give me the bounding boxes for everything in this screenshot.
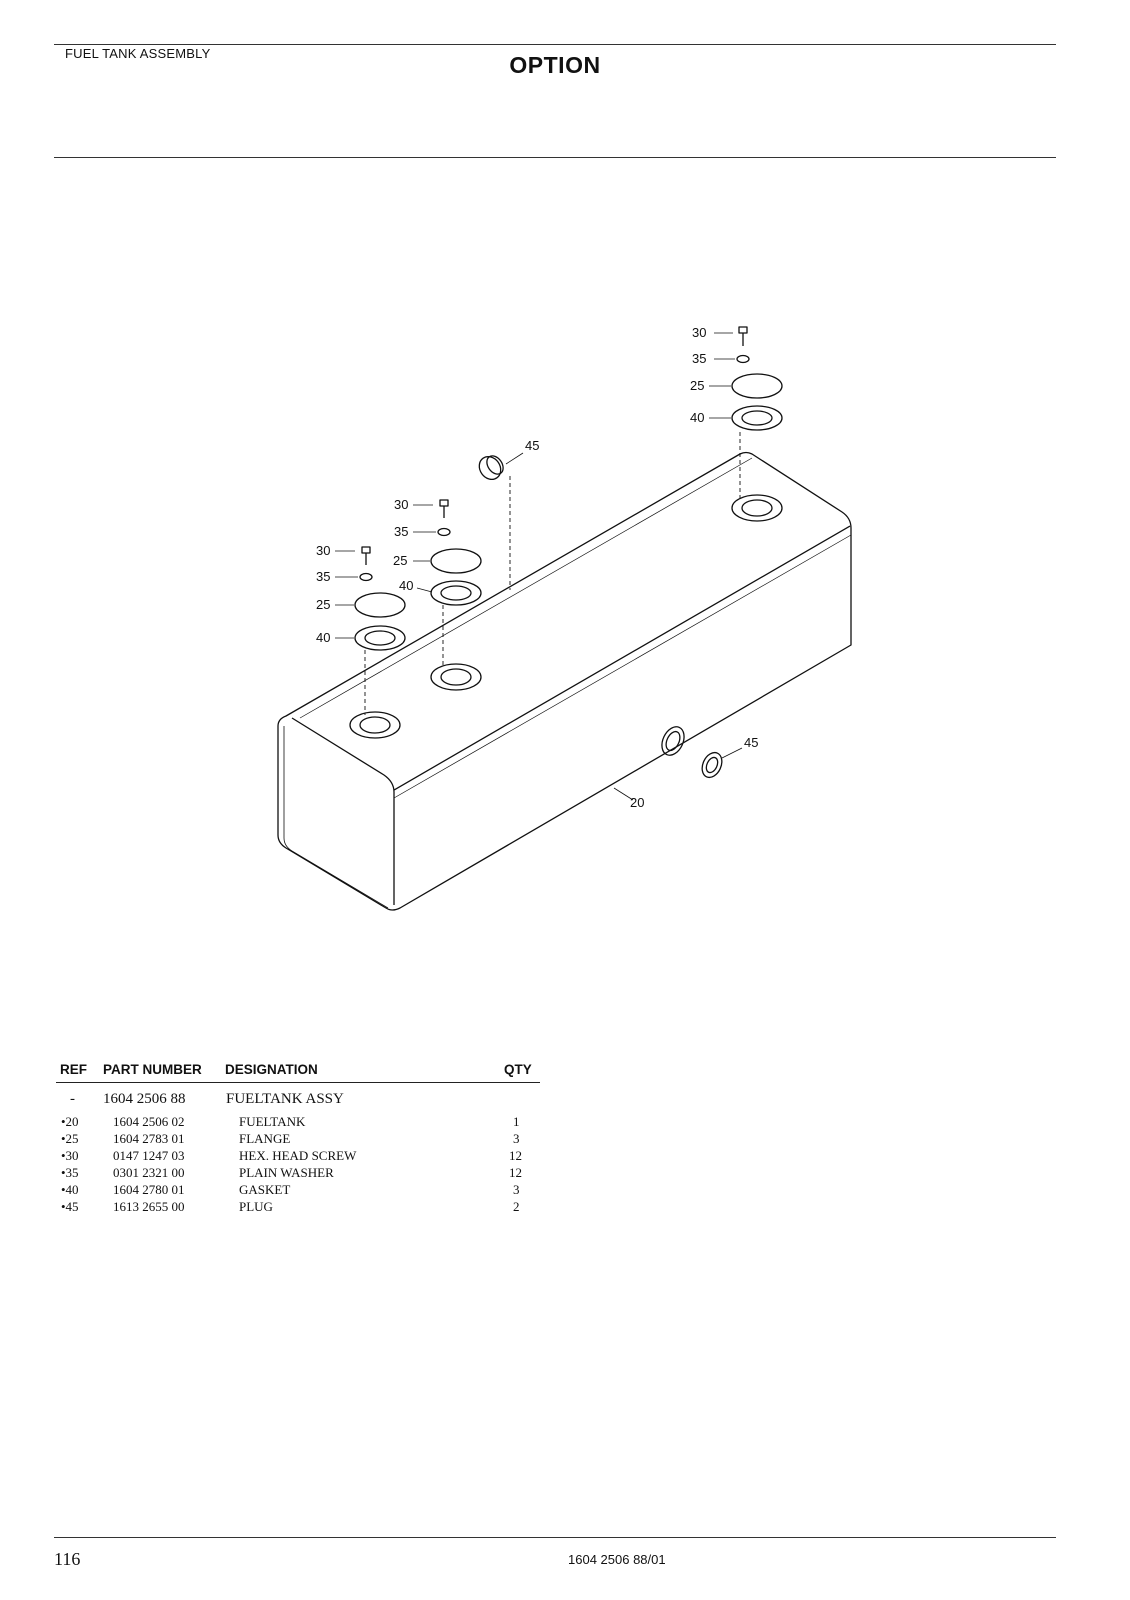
callout-30-middle: 30 [394,497,408,512]
callout-30-right: 30 [692,325,706,340]
designation-cell: FUELTANK [239,1114,306,1129]
ref-cell: •20 [61,1114,79,1129]
tank-front-face-inner [283,726,389,909]
ref-cell: •45 [61,1199,79,1214]
qty-cell: 12 [509,1165,522,1180]
page-number: 116 [54,1549,81,1569]
ref-cell: - [70,1091,75,1107]
ref-cell: •30 [61,1148,79,1163]
callout-35-middle: 35 [394,524,408,539]
qty-cell: 3 [513,1182,520,1197]
callout-25-middle: 25 [393,553,407,568]
header-top-rule [54,44,1056,45]
designation-cell: FLANGE [239,1131,291,1146]
header-ref: REF [60,1062,87,1077]
callout-40-middle: 40 [399,578,413,593]
callout-40-left: 40 [316,630,330,645]
header-qty: QTY [504,1062,532,1077]
callout-40-right: 40 [690,410,704,425]
callout-25-right: 25 [690,378,704,393]
designation-cell: PLUG [239,1199,273,1214]
part-number-cell: 1604 2780 01 [113,1182,185,1197]
ref-cell: •40 [61,1182,79,1197]
designation-cell: GASKET [239,1182,291,1197]
ref-cell: •35 [61,1165,79,1180]
tank-front-face [291,525,851,905]
part-number-cell: 1613 2655 00 [113,1199,185,1214]
part-number-cell: 0301 2321 00 [113,1165,185,1180]
callout-20: 20 [630,795,644,810]
callout-35-right: 35 [692,351,706,366]
header-bottom-rule [54,157,1056,158]
section-title: FUEL TANK ASSEMBLY [65,46,211,61]
fuel-tank-body [277,451,852,911]
callout-25-left: 25 [316,597,330,612]
designation-cell: FUELTANK ASSY [226,1091,344,1107]
qty-cell: 2 [513,1199,520,1214]
table-header-rule [56,1082,540,1083]
callout-45-side: 45 [744,735,758,750]
document-number: 1604 2506 88/01 [568,1552,666,1567]
ref-cell: •25 [61,1131,79,1146]
header-designation: DESIGNATION [225,1062,318,1077]
qty-cell: 12 [509,1148,522,1163]
footer-rule [54,1537,1056,1538]
designation-cell: HEX. HEAD SCREW [239,1148,357,1163]
designation-cell: PLAIN WASHER [239,1165,334,1180]
qty-cell: 3 [513,1131,520,1146]
callout-35-left: 35 [316,569,330,584]
callout-45-top: 45 [525,438,539,453]
qty-cell: 1 [513,1114,520,1129]
page-heading: OPTION [509,52,601,78]
part-number-cell: 1604 2783 01 [113,1131,185,1146]
header-part-number: PART NUMBER [103,1062,202,1077]
part-number-cell: 1604 2506 02 [113,1114,185,1129]
part-number-cell: 0147 1247 03 [113,1148,185,1163]
exploded-view-drawing: 30 35 25 40 45 30 35 25 40 30 35 25 40 4… [277,325,852,911]
callout-30-left: 30 [316,543,330,558]
part-number-cell: 1604 2506 88 [103,1091,186,1107]
